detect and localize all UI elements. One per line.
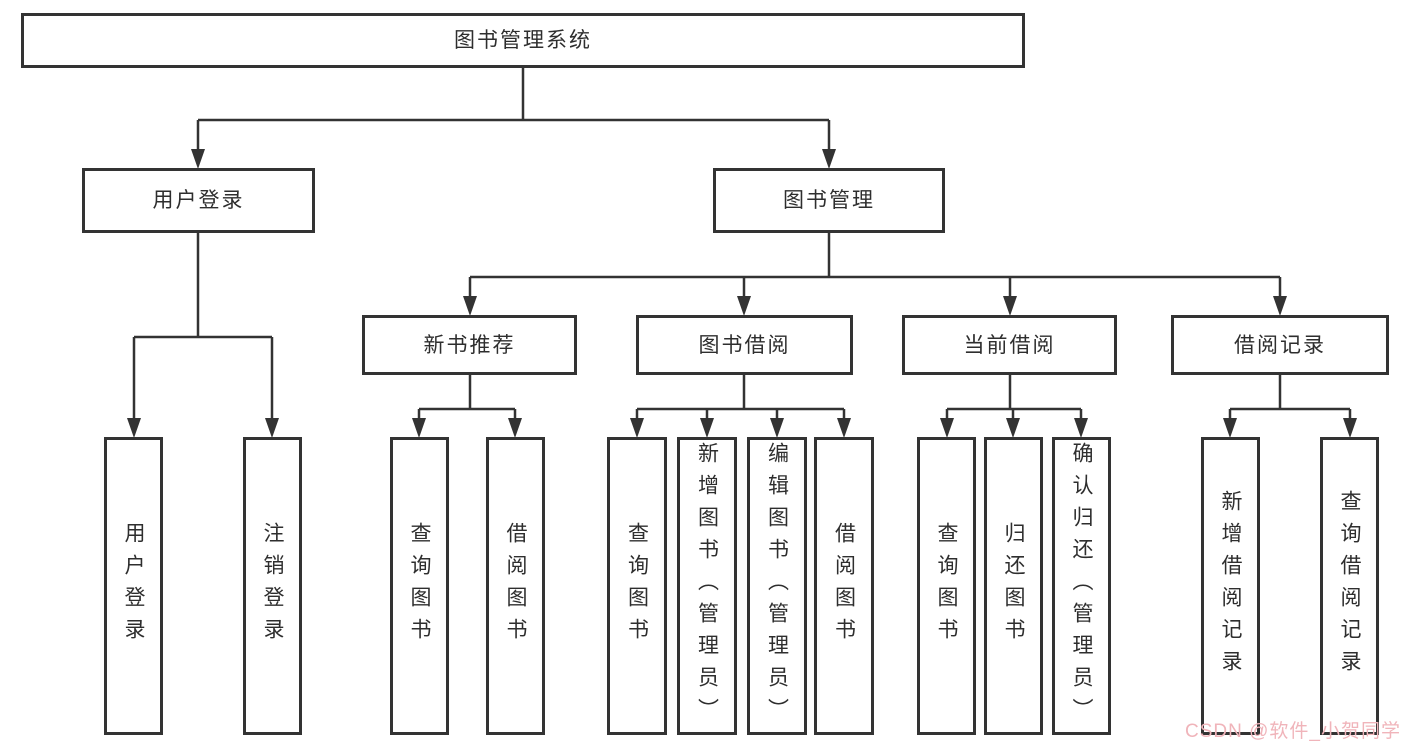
arrowhead-icon [837, 418, 851, 438]
arrowhead-icon [127, 418, 141, 438]
node-add-borrow-record: 新增借阅记录 [1201, 437, 1260, 735]
arrowhead-icon [1074, 418, 1088, 438]
node-query-books-2: 查询图书 [607, 437, 667, 735]
node-confirm-return-admin: 确认归还（管理员） [1052, 437, 1111, 735]
node-borrow-books-2: 借阅图书 [814, 437, 874, 735]
node-query-books-3: 查询图书 [917, 437, 976, 735]
arrowhead-icon [1006, 418, 1020, 438]
node-current-borrowing: 当前借阅 [902, 315, 1117, 375]
node-logout: 注销登录 [243, 437, 302, 735]
node-user-login-group: 用户登录 [82, 168, 315, 233]
arrowhead-icon [700, 418, 714, 438]
arrowhead-icon [737, 296, 751, 316]
node-new-book-recommend: 新书推荐 [362, 315, 577, 375]
node-return-books: 归还图书 [984, 437, 1043, 735]
arrowhead-icon [412, 418, 426, 438]
arrowhead-icon [265, 418, 279, 438]
node-root: 图书管理系统 [21, 13, 1025, 68]
arrowhead-icon [630, 418, 644, 438]
csdn-watermark: CSDN @软件_小贺同学 [1185, 721, 1401, 742]
node-query-borrow-record: 查询借阅记录 [1320, 437, 1379, 735]
node-edit-books-admin: 编辑图书（管理员） [747, 437, 807, 735]
node-query-books-1: 查询图书 [390, 437, 449, 735]
arrowhead-icon [940, 418, 954, 438]
arrowhead-icon [191, 149, 205, 169]
arrowhead-icon [1223, 418, 1237, 438]
node-borrow-books-1: 借阅图书 [486, 437, 545, 735]
arrowhead-icon [770, 418, 784, 438]
arrowhead-icon [1003, 296, 1017, 316]
node-book-borrowing: 图书借阅 [636, 315, 853, 375]
arrowhead-icon [1273, 296, 1287, 316]
node-user-login: 用户登录 [104, 437, 163, 735]
arrowhead-icon [463, 296, 477, 316]
node-add-books-admin: 新增图书（管理员） [677, 437, 737, 735]
arrowhead-icon [1343, 418, 1357, 438]
arrowhead-icon [822, 149, 836, 169]
arrowhead-icon [508, 418, 522, 438]
node-book-management: 图书管理 [713, 168, 945, 233]
node-borrowing-records: 借阅记录 [1171, 315, 1389, 375]
